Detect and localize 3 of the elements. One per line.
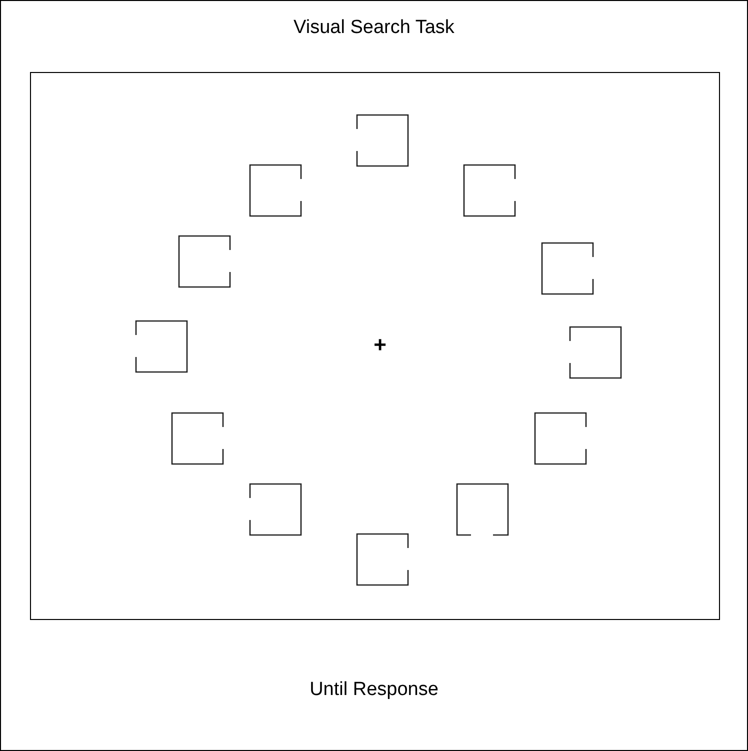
fixation-cross: + — [372, 331, 388, 359]
title: Visual Search Task — [292, 16, 456, 40]
duration-label: Until Response — [308, 678, 440, 702]
